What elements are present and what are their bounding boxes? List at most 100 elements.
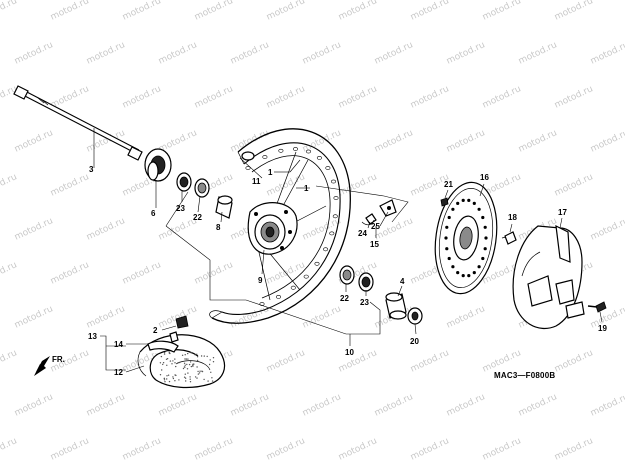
- tube-dot: [192, 365, 194, 367]
- tube-dot: [164, 381, 166, 383]
- brake-disc: [434, 181, 498, 295]
- callout-24: 24: [358, 229, 367, 238]
- tube-dot: [177, 362, 179, 364]
- spoke-hole: [325, 166, 331, 170]
- tube-dot: [187, 352, 189, 355]
- callout-25: 25: [371, 222, 380, 231]
- watermark-text: motod.ru: [229, 392, 271, 419]
- tube-dot: [163, 377, 165, 380]
- watermark-text: motod.ru: [301, 40, 343, 67]
- tube-dot: [211, 380, 214, 382]
- axle-nut: [407, 307, 423, 325]
- callout-4: 4: [400, 277, 405, 286]
- disc-bolt: [440, 197, 449, 207]
- tube-dot: [174, 358, 176, 360]
- tube-dot: [185, 380, 187, 382]
- watermark-text: motod.ru: [445, 40, 487, 67]
- tube-dot: [196, 377, 198, 379]
- disc-vent-hole: [445, 247, 449, 251]
- tube-dot: [203, 378, 205, 381]
- spoke-hole: [330, 179, 336, 184]
- watermark-text: motod.ru: [409, 436, 451, 463]
- watermark-text: motod.ru: [265, 436, 307, 463]
- disc-vent-hole: [461, 198, 465, 202]
- callout-13: 13: [88, 332, 97, 341]
- watermark-text: motod.ru: [337, 84, 379, 111]
- spoke-hole: [333, 196, 339, 200]
- bearing-left: [194, 178, 210, 198]
- tube-dot: [160, 355, 163, 358]
- watermark-text: motod.ru: [301, 304, 343, 331]
- tube-dot: [189, 378, 191, 380]
- tube-dot: [166, 375, 168, 377]
- tube-dot: [196, 366, 198, 368]
- tube-dot: [165, 358, 168, 360]
- disc-vent-hole: [444, 236, 448, 240]
- watermark-text: motod.ru: [0, 0, 19, 23]
- tube-dot: [169, 360, 172, 362]
- side-collar: [144, 148, 172, 182]
- tube-dot: [159, 374, 162, 376]
- watermark-text: motod.ru: [337, 348, 379, 375]
- disc-vent-hole: [461, 274, 465, 278]
- tube-dot: [172, 360, 174, 362]
- tube-dot: [175, 365, 177, 368]
- tube-dot: [189, 376, 191, 378]
- disc-vent-hole: [483, 247, 487, 251]
- watermark-text: motod.ru: [553, 84, 595, 111]
- tube-dot: [163, 379, 166, 381]
- watermark-text: motod.ru: [373, 392, 415, 419]
- front-direction-arrow: FR.: [34, 355, 65, 376]
- disc-vent-hole: [477, 265, 481, 269]
- watermark-text: motod.ru: [121, 84, 163, 111]
- disc-vent-hole: [467, 274, 471, 278]
- callout-2: 2: [153, 326, 158, 335]
- watermark-text: motod.ru: [193, 0, 235, 23]
- spoke-hole: [332, 214, 338, 219]
- spoke-hole: [316, 155, 322, 160]
- tube-dot: [172, 376, 174, 378]
- tube-dot: [174, 374, 176, 376]
- watermark-text: motod.ru: [85, 40, 127, 67]
- watermark-text: motod.ru: [85, 304, 127, 331]
- watermark-text: motod.ru: [13, 304, 55, 331]
- callout-10: 10: [345, 348, 354, 357]
- tube-dot: [172, 377, 175, 380]
- callout-15: 15: [370, 240, 379, 249]
- tube-dot: [184, 373, 186, 375]
- tube-dot: [186, 363, 188, 366]
- tube-dot: [189, 381, 192, 383]
- disc-vent-hole: [472, 201, 476, 205]
- tube-dot: [163, 353, 166, 355]
- tube-dot: [182, 367, 185, 370]
- watermark-text: motod.ru: [49, 260, 91, 287]
- tube-dot: [174, 380, 176, 382]
- disc-vent-hole: [484, 236, 488, 240]
- watermark-text: motod.ru: [0, 348, 19, 375]
- leader-lines: [93, 128, 603, 373]
- watermark-text: motod.ru: [481, 0, 523, 23]
- direction-label: FR.: [52, 355, 65, 364]
- tube-dot: [184, 364, 186, 366]
- watermark-text: motod.ru: [0, 260, 19, 287]
- disc-vent-hole: [481, 256, 485, 261]
- watermark-text: motod.ru: [517, 392, 559, 419]
- watermark-text: motod.ru: [193, 436, 235, 463]
- watermark-text: motod.ru: [445, 304, 487, 331]
- disc-vent-hole: [445, 225, 449, 229]
- watermark-text: motod.ru: [481, 436, 523, 463]
- tube-dot: [187, 372, 189, 374]
- watermark-text: motod.ru: [13, 392, 55, 419]
- tube-dot: [203, 355, 205, 357]
- distance-collar: [215, 195, 233, 219]
- tube-dot: [198, 372, 201, 374]
- callout-20: 20: [410, 337, 419, 346]
- watermark-text: motod.ru: [121, 436, 163, 463]
- watermark-text: motod.ru: [13, 216, 55, 243]
- tube-dot: [181, 354, 184, 356]
- tube-dot: [207, 380, 209, 382]
- watermark-text: motod.ru: [265, 0, 307, 23]
- tube-dot: [194, 353, 196, 356]
- tube-dot: [179, 361, 181, 364]
